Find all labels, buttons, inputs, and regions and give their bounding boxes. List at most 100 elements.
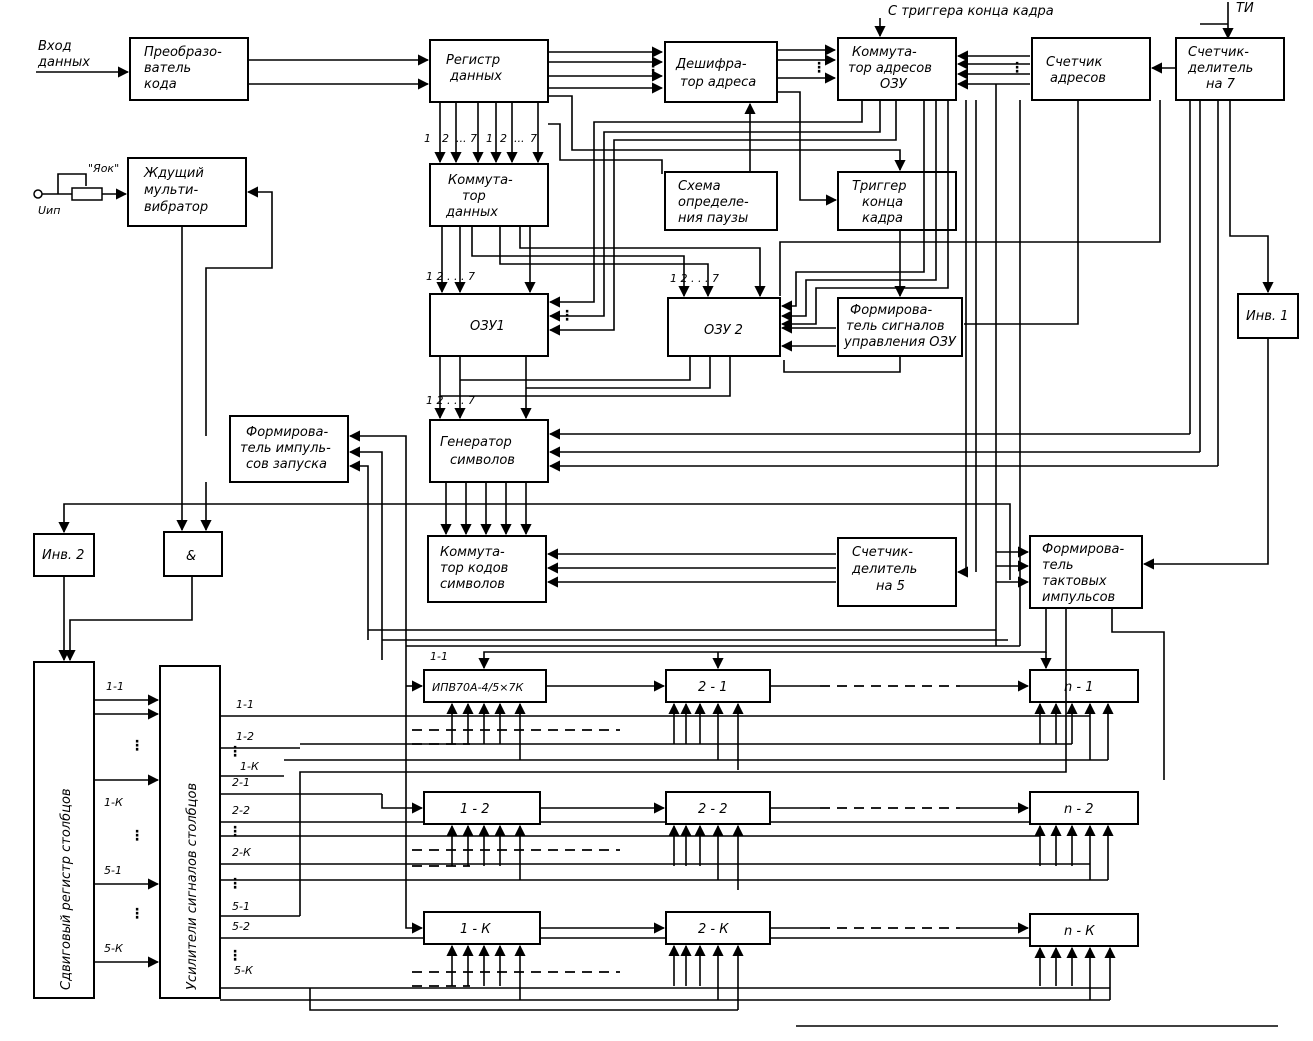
svg-text:1-1: 1-1 xyxy=(106,680,124,693)
svg-text:импульсов: импульсов xyxy=(1042,590,1115,605)
char-generator-block: Генератор символов xyxy=(429,419,549,483)
svg-text:ния паузы: ния паузы xyxy=(678,211,748,226)
indicator-1-1-tag: 1-1 xyxy=(430,650,448,663)
svg-text:Усилители сигналов столбцов: Усилители сигналов столбцов xyxy=(185,783,200,990)
svg-text:кадра: кадра xyxy=(862,211,903,226)
svg-text:5-1: 5-1 xyxy=(104,864,122,877)
svg-text:кода: кода xyxy=(144,77,177,92)
svg-text:⋮: ⋮ xyxy=(130,738,144,754)
yak-label: "Яок" xyxy=(88,162,119,175)
ram1-block: ОЗУ1 xyxy=(429,293,549,357)
svg-text:⋮: ⋮ xyxy=(646,63,660,79)
svg-text:2: 2 xyxy=(500,132,507,145)
svg-text:Инв. 2: Инв. 2 xyxy=(42,548,84,563)
svg-text:⋮: ⋮ xyxy=(228,824,242,840)
svg-text:1-1: 1-1 xyxy=(236,698,254,711)
svg-text:Коммута-: Коммута- xyxy=(440,545,505,560)
svg-text:Формирова-: Формирова- xyxy=(850,303,932,318)
svg-text:5-К: 5-К xyxy=(104,942,124,955)
svg-text:управления ОЗУ: управления ОЗУ xyxy=(843,335,957,350)
ram-control-shaper-block: Формирова- тель сигналов управления ОЗУ xyxy=(837,297,963,357)
svg-text:Схема: Схема xyxy=(678,179,721,194)
svg-text:тель сигналов: тель сигналов xyxy=(846,319,945,334)
svg-text:...: ... xyxy=(514,132,525,145)
svg-text:Инв. 1: Инв. 1 xyxy=(1246,309,1288,324)
svg-text:5-1: 5-1 xyxy=(232,900,250,913)
svg-text:2 - 2: 2 - 2 xyxy=(698,802,728,817)
ti-label: ТИ xyxy=(1236,1,1254,16)
svg-text:1 2 . . . 7: 1 2 . . . 7 xyxy=(670,272,719,285)
svg-text:символов: символов xyxy=(450,453,515,468)
svg-text:7: 7 xyxy=(470,132,477,145)
svg-text:1-2: 1-2 xyxy=(236,730,254,743)
svg-text:символов: символов xyxy=(440,577,505,592)
svg-text:n - К: n - К xyxy=(1064,924,1095,939)
svg-text:n - 1: n - 1 xyxy=(1064,680,1093,695)
svg-text:на 7: на 7 xyxy=(1206,77,1236,92)
svg-text:2 - 1: 2 - 1 xyxy=(698,680,728,695)
data-input-label-2: данных xyxy=(37,55,90,70)
svg-text:тор кодов: тор кодов xyxy=(440,561,508,576)
svg-text:Коммута-: Коммута- xyxy=(852,45,917,60)
svg-text:2-1: 2-1 xyxy=(232,776,250,789)
indicator-2-2: 2 - 2 xyxy=(665,791,771,825)
svg-text:1 - К: 1 - К xyxy=(460,922,491,937)
svg-text:тактовых: тактовых xyxy=(1042,574,1107,589)
svg-text:Коммута-: Коммута- xyxy=(448,173,513,188)
shift-register-block: Сдвиговый регистр столбцов xyxy=(33,661,95,999)
svg-text:данных: данных xyxy=(449,69,502,84)
svg-text:Счетчик-: Счетчик- xyxy=(852,545,913,560)
svg-text:⋮: ⋮ xyxy=(130,828,144,844)
svg-text:Формирова-: Формирова- xyxy=(1042,542,1124,557)
svg-text:n - 2: n - 2 xyxy=(1064,802,1093,817)
supply-label: Uип xyxy=(38,204,60,217)
data-switch-block: Коммута- тор данных xyxy=(429,163,549,227)
svg-text:делитель: делитель xyxy=(1187,61,1253,76)
svg-text:⋮: ⋮ xyxy=(812,60,826,76)
svg-text:сов запуска: сов запуска xyxy=(246,457,327,472)
indicator-2-k: 2 - К xyxy=(665,911,771,945)
code-converter-block: Преобразо- ватель кода xyxy=(129,37,249,101)
char-code-switch-block: Коммута- тор кодов символов xyxy=(427,535,547,603)
start-pulse-shaper-block: Формирова- тель импуль- сов запуска xyxy=(229,415,349,483)
svg-text:Генератор: Генератор xyxy=(440,435,512,450)
clock-shaper-block: Формирова- тель тактовых импульсов xyxy=(1029,535,1143,609)
ram2-block: ОЗУ 2 xyxy=(667,297,781,357)
svg-text:...: ... xyxy=(456,132,467,145)
indicator-1-2: 1 - 2 xyxy=(423,791,541,825)
svg-text:2: 2 xyxy=(442,132,449,145)
svg-text:ОЗУ 2: ОЗУ 2 xyxy=(704,323,743,338)
svg-text:&: & xyxy=(186,549,196,564)
svg-text:1: 1 xyxy=(424,132,431,145)
svg-text:5-2: 5-2 xyxy=(232,920,250,933)
svg-text:конца: конца xyxy=(862,195,903,210)
svg-text:ватель: ватель xyxy=(144,61,191,76)
svg-text:Дешифра-: Дешифра- xyxy=(675,57,747,72)
svg-text:⋮: ⋮ xyxy=(228,948,242,964)
svg-text:1-К: 1-К xyxy=(240,760,260,773)
svg-text:мульти-: мульти- xyxy=(144,183,198,198)
svg-text:1 - 2: 1 - 2 xyxy=(460,802,490,817)
indicator-n-2: n - 2 xyxy=(1029,791,1139,825)
svg-text:тель: тель xyxy=(1042,558,1074,573)
svg-text:⋮: ⋮ xyxy=(1010,60,1024,76)
divider-7-block: Счетчик- делитель на 7 xyxy=(1175,37,1285,101)
svg-text:Сдвиговый регистр столбцов: Сдвиговый регистр столбцов xyxy=(59,788,74,990)
svg-text:ИПВ70А-4/5×7К: ИПВ70А-4/5×7К xyxy=(432,681,524,694)
svg-text:адресов: адресов xyxy=(1050,71,1106,86)
svg-text:Триггер: Триггер xyxy=(852,179,907,194)
one-shot-block: Ждущий мульти- вибратор xyxy=(127,157,247,227)
svg-text:⋮: ⋮ xyxy=(228,744,242,760)
data-input-label-1: Вход xyxy=(38,39,72,54)
column-amplifiers-block: Усилители сигналов столбцов xyxy=(159,665,221,999)
inv1-block: Инв. 1 xyxy=(1237,293,1299,339)
svg-text:⋮: ⋮ xyxy=(560,308,574,324)
frame-end-trigger-block: Триггер конца кадра xyxy=(837,171,957,231)
indicator-1-1: ИПВ70А-4/5×7К xyxy=(423,669,547,703)
svg-text:на 5: на 5 xyxy=(876,579,905,594)
and-gate-block: & xyxy=(163,531,223,577)
divider-5-block: Счетчик- делитель на 5 xyxy=(837,537,957,607)
inv2-block: Инв. 2 xyxy=(33,533,95,577)
address-decoder-block: Дешифра- тор адреса xyxy=(664,41,778,103)
